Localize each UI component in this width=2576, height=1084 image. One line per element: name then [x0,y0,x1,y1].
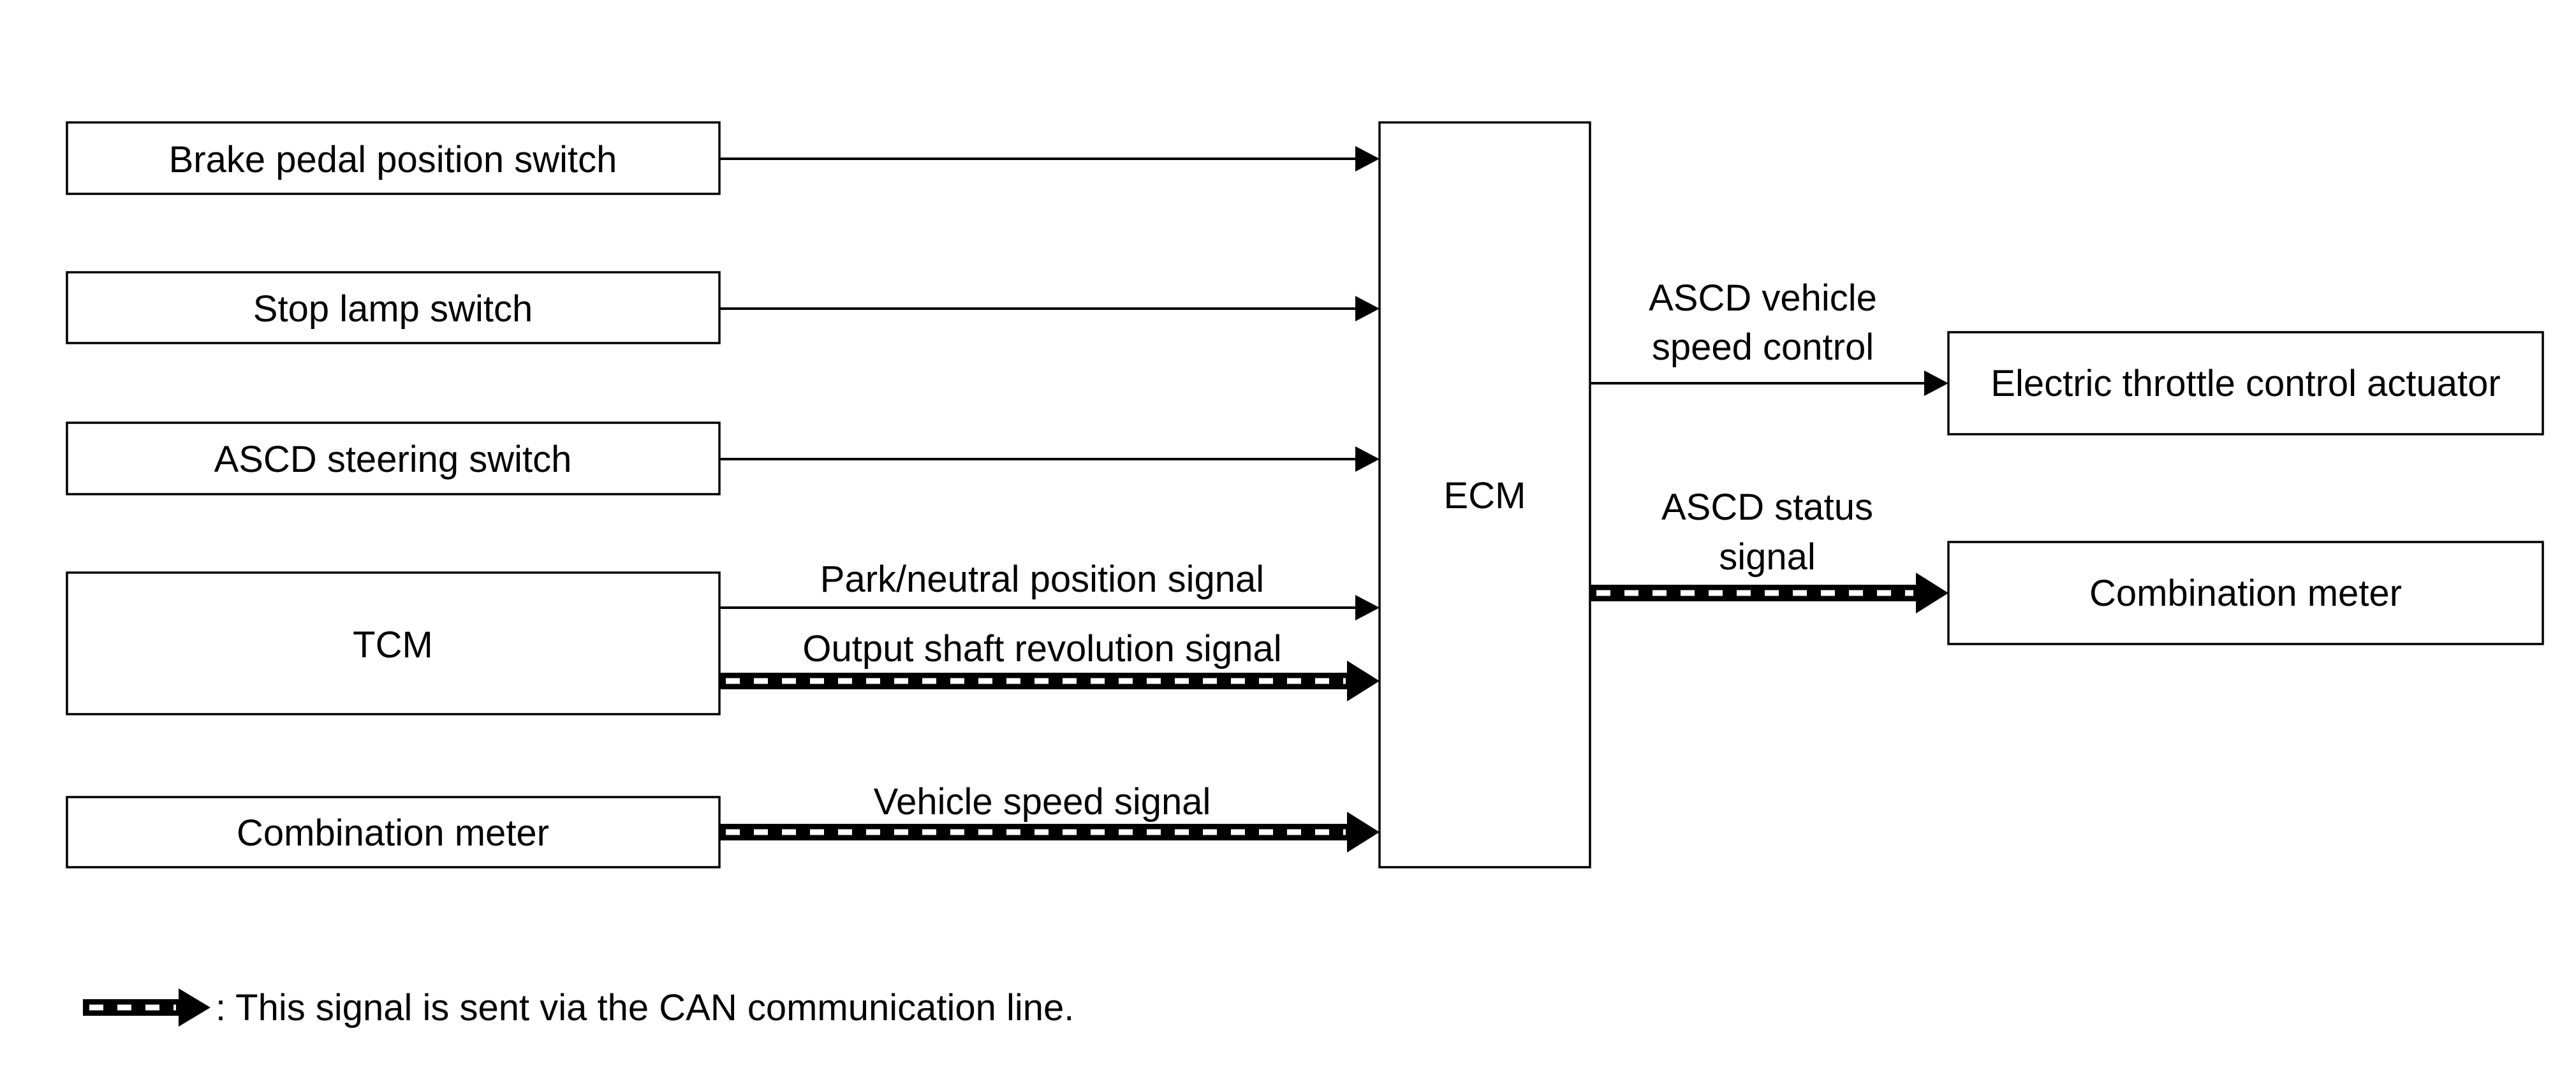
ecm-label: ECM [1444,475,1526,516]
ecm-block: ECM [1378,121,1591,868]
vehicle-speed-can-arrowhead [1347,812,1380,853]
steering-signal-arrow [719,446,1380,472]
combination-meter-output-label: Combination meter [2089,573,2402,614]
output-shaft-signal-label: Output shaft revolution signal [802,628,1281,670]
output-shaft-can-arrow [719,661,1380,701]
output-shaft-can-arrowhead [1347,661,1380,701]
ecm-box [1378,121,1591,868]
can-legend-arrowhead [179,988,210,1027]
throttle-actuator-box [1947,331,2544,436]
tcm-block: TCM [66,571,721,715]
vehicle-speed-signal-label: Vehicle speed signal [874,781,1211,823]
status-signal-label-line2: signal [1719,536,1816,578]
tcm-label: TCM [353,624,433,666]
vehicle-speed-can-arrow [719,812,1380,853]
combination-meter-input-block: Combination meter [66,796,721,868]
can-legend: : This signal is sent via the CAN commun… [83,987,1074,1029]
status-can-arrow [1590,573,1948,613]
park-neutral-signal-arrow [719,595,1380,620]
ascd-steering-switch-block: ASCD steering switch [66,421,721,495]
speed-control-label-line2: speed control [1652,326,1874,368]
combination-meter-output-block: Combination meter [1947,541,2544,645]
tcm-box [66,571,721,715]
status-signal-label-line1: ASCD status [1661,487,1873,528]
status-can-arrowhead [1916,573,1948,613]
brake-pedal-switch-label: Brake pedal position switch [169,139,617,180]
speed-control-arrowhead [1924,370,1948,396]
brake-pedal-switch-box [66,121,721,195]
brake-pedal-switch-block: Brake pedal position switch [66,121,721,195]
stop-lamp-switch-box [66,271,721,344]
speed-control-label-line1: ASCD vehicle [1649,277,1877,319]
park-neutral-signal-arrowhead [1355,595,1380,620]
ascd-steering-switch-label: ASCD steering switch [214,439,572,480]
throttle-actuator-label: Electric throttle control actuator [1991,363,2500,404]
can-legend-text: : This signal is sent via the CAN commun… [216,987,1074,1029]
steering-signal-arrowhead [1355,446,1380,472]
stop-lamp-signal-arrowhead [1355,296,1380,321]
combination-meter-input-label: Combination meter [237,812,549,854]
stop-lamp-switch-block: Stop lamp switch [66,271,721,344]
stop-lamp-switch-label: Stop lamp switch [253,288,533,330]
brake-signal-arrow [719,146,1380,172]
stop-lamp-signal-arrow [719,296,1380,321]
throttle-actuator-block: Electric throttle control actuator [1947,331,2544,436]
brake-signal-arrowhead [1355,146,1380,172]
ascd-steering-switch-box [66,421,721,495]
speed-control-arrow [1590,370,1948,396]
park-neutral-signal-label: Park/neutral position signal [820,559,1264,600]
combination-meter-input-box [66,796,721,868]
